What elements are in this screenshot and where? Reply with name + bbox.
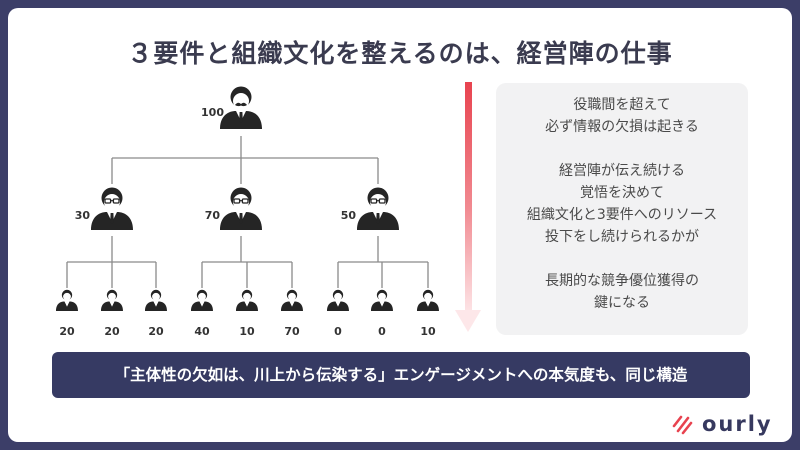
summary-banner: 「主体性の欠如は、川上から伝染する」エンゲージメントへの本気度も、同じ構造 bbox=[52, 352, 750, 398]
manager-value: 50 bbox=[341, 209, 357, 222]
staff-value: 20 bbox=[148, 325, 164, 338]
ourly-logo: ourly bbox=[672, 410, 773, 438]
staff-value: 10 bbox=[239, 325, 255, 338]
info-paragraph-3: 長期的な競争優位獲得の 鍵になる bbox=[545, 273, 699, 311]
slide-title: ３要件と組織文化を整えるのは、経営陣の仕事 bbox=[127, 39, 673, 68]
down-arrow-icon bbox=[455, 310, 481, 332]
staff-person-icon bbox=[236, 289, 258, 311]
manager-value: 30 bbox=[75, 209, 91, 222]
staff-value: 20 bbox=[59, 325, 75, 338]
manager-person-icon bbox=[356, 186, 400, 231]
staff-person-icon bbox=[145, 289, 167, 311]
staff-person-icon bbox=[327, 289, 349, 311]
info-paragraph-1: 役職間を超えて 必ず情報の欠損は起きる bbox=[545, 97, 699, 135]
staff-value: 0 bbox=[334, 325, 342, 338]
staff-value: 70 bbox=[284, 325, 300, 338]
info-paragraph-2: 経営陣が伝え続ける 覚悟を決めて 組織文化と3要件へのリソース 投下をし続けられ… bbox=[526, 163, 718, 245]
downward-arrow-shaft bbox=[465, 82, 472, 312]
org-connectors bbox=[66, 136, 429, 288]
staff-value: 0 bbox=[378, 325, 386, 338]
logo-slash-icon bbox=[672, 415, 693, 435]
staff-person-icon bbox=[371, 289, 393, 311]
staff-person-icon bbox=[101, 289, 123, 311]
slide-card: ３要件と組織文化を整えるのは、経営陣の仕事 bbox=[8, 8, 792, 442]
manager-person-icon bbox=[219, 186, 263, 231]
ceo-person-icon bbox=[220, 86, 262, 129]
logo-text: ourly bbox=[702, 412, 773, 436]
staff-person-icon bbox=[281, 289, 303, 311]
staff-value: 10 bbox=[420, 325, 436, 338]
org-chart: 100 30 70 50 20 20 20 40 10 70 0 0 10 bbox=[56, 86, 439, 338]
staff-person-icon bbox=[191, 289, 213, 311]
staff-value: 20 bbox=[104, 325, 120, 338]
ceo-value: 100 bbox=[201, 106, 224, 119]
info-panel: 役職間を超えて 必ず情報の欠損は起きる 経営陣が伝え続ける 覚悟を決めて 組織文… bbox=[496, 83, 748, 335]
manager-value: 70 bbox=[205, 209, 221, 222]
staff-value: 40 bbox=[194, 325, 210, 338]
staff-person-icon bbox=[417, 289, 439, 311]
manager-person-icon bbox=[90, 186, 134, 231]
staff-person-icon bbox=[56, 289, 78, 311]
